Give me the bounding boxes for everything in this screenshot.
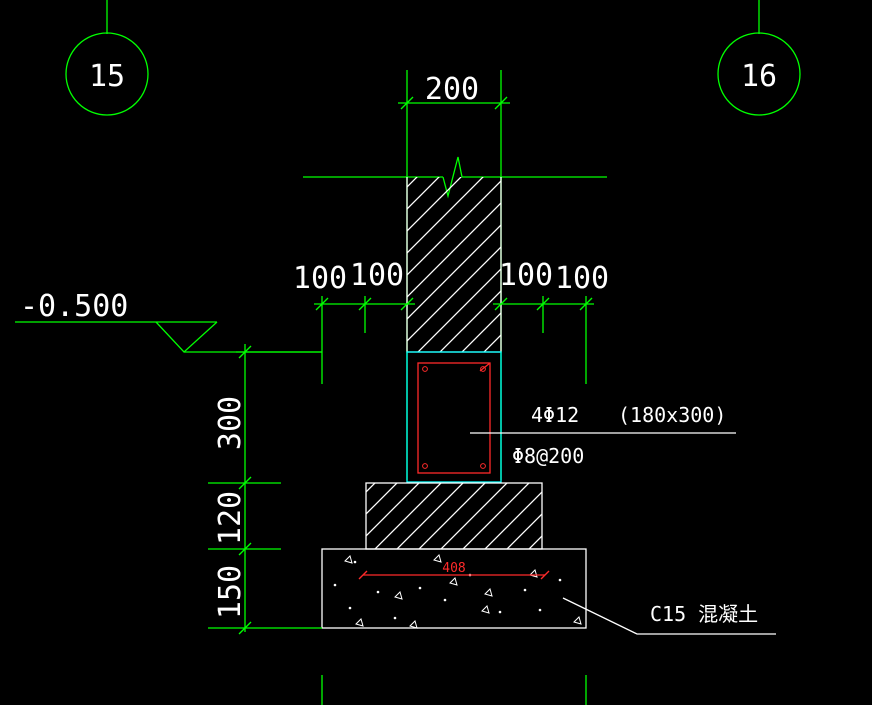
material-annotation [562, 597, 776, 635]
material-label: C15 混凝土 [650, 602, 758, 626]
main-rebar-label: 4Φ12 [531, 403, 579, 427]
step-height-label: 120 [213, 491, 248, 545]
elevation-label: -0.500 [20, 289, 128, 324]
stirrup-outline [417, 362, 491, 474]
offset-right-outer-label: 100 [555, 261, 609, 296]
axis-15-label: 15 [89, 59, 125, 94]
footing-height-label: 150 [213, 565, 248, 619]
offset-left-inner-label: 100 [350, 258, 404, 293]
brick-wall [406, 177, 502, 353]
beam-section-label: (180x300) [618, 403, 726, 427]
footing-step [365, 482, 543, 550]
rebar-length-label: 408 [442, 561, 465, 576]
beam-height-label: 300 [213, 396, 248, 450]
concrete-base: 408 [321, 548, 587, 629]
stirrup-label: Φ8@200 [512, 444, 584, 468]
elevation-marker [15, 321, 322, 353]
base-extension-lines [321, 675, 587, 705]
rebar-dot [480, 366, 486, 372]
rebar-dot [422, 463, 428, 469]
rebar-dot [480, 463, 486, 469]
wall-width-label: 200 [425, 72, 479, 107]
axis-16-label: 16 [741, 59, 777, 94]
axis-16-marker: 16 [717, 0, 801, 116]
ground-beam [406, 351, 502, 483]
height-dimensions [208, 344, 322, 635]
axis-15-marker: 15 [65, 0, 149, 116]
rebar-dot [422, 366, 428, 372]
offset-right-inner-label: 100 [499, 258, 553, 293]
offset-dimensions [314, 296, 594, 384]
offset-left-outer-label: 100 [293, 261, 347, 296]
